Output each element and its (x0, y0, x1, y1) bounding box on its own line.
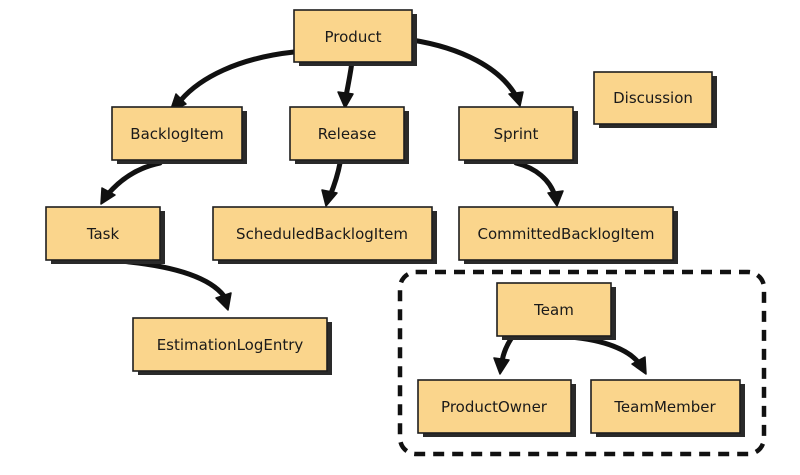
node-sprint[interactable]: Sprint (458, 106, 578, 164)
node-discussion-label: Discussion (613, 89, 693, 107)
node-product-label: Product (325, 28, 382, 46)
arrowhead-committedbacklogitem (547, 190, 564, 207)
node-task[interactable]: Task (45, 206, 165, 264)
arrowhead-estimationlogentry (215, 292, 232, 311)
node-team-member[interactable]: TeamMember (590, 379, 745, 437)
edge-release-scheduledbacklogitem (327, 160, 343, 199)
node-release-label: Release (318, 125, 377, 143)
edge-task-estimationlogentry (117, 258, 227, 299)
edge-product-backlogitem (178, 49, 297, 103)
node-team-member-label: TeamMember (613, 398, 716, 416)
node-discussion[interactable]: Discussion (593, 71, 717, 128)
node-team-label: Team (533, 301, 574, 319)
node-team[interactable]: Team (496, 282, 616, 340)
edge-team-teammember (567, 334, 641, 365)
node-backlog-item[interactable]: BacklogItem (111, 106, 247, 164)
edge-product-release (343, 59, 355, 99)
node-product-owner-label: ProductOwner (441, 398, 548, 416)
node-scheduled-backlog-item-label: ScheduledBacklogItem (236, 225, 408, 243)
edge-product-sprint (409, 37, 519, 99)
node-committed-backlog-item[interactable]: CommittedBacklogItem (458, 206, 678, 264)
node-scheduled-backlog-item[interactable]: ScheduledBacklogItem (212, 206, 437, 264)
node-product[interactable]: Product (293, 9, 417, 66)
node-estimation-log-entry-label: EstimationLogEntry (157, 336, 304, 354)
node-product-owner[interactable]: ProductOwner (417, 379, 576, 437)
arrowhead-teammember (631, 356, 647, 375)
node-release[interactable]: Release (289, 106, 409, 164)
arrowhead-sprint (508, 91, 524, 107)
arrowhead-release (337, 91, 354, 109)
node-sprint-label: Sprint (494, 125, 539, 143)
edge-backlogitem-task (105, 160, 163, 197)
arrowhead-scheduledbacklogitem (321, 189, 338, 207)
arrowhead-task (100, 187, 116, 205)
node-task-label: Task (86, 225, 120, 243)
node-estimation-log-entry[interactable]: EstimationLogEntry (132, 317, 332, 375)
node-committed-backlog-item-label: CommittedBacklogItem (478, 225, 655, 243)
node-backlog-item-label: BacklogItem (130, 125, 223, 143)
edge-sprint-committedbacklogitem (513, 160, 558, 199)
arrowhead-productowner (493, 357, 510, 375)
